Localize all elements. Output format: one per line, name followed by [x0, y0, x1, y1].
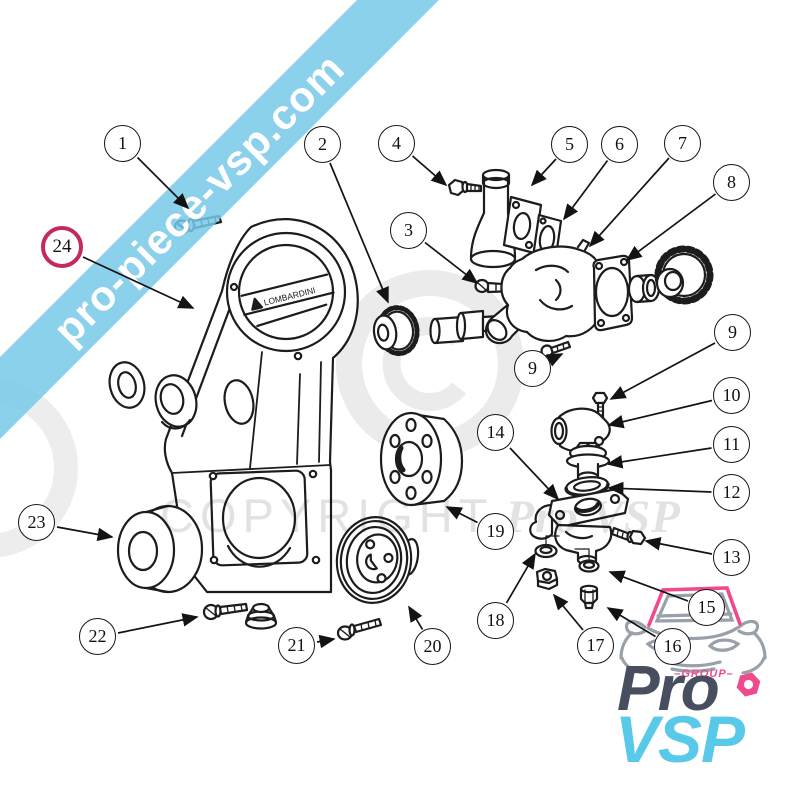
thermostat-elbow: [550, 407, 611, 453]
callout-19: 19: [477, 513, 514, 550]
callout-9-lower: 9: [514, 350, 551, 387]
arrow-17: [552, 593, 584, 631]
nut-17: [535, 567, 559, 591]
housing-gasket: [564, 476, 610, 498]
arrow-6: [562, 159, 609, 221]
plug-16: [579, 584, 599, 610]
callout-6: 6: [601, 126, 638, 163]
pulley-bolt-21: [336, 617, 383, 641]
watermark-brand: Pro VSP: [505, 491, 681, 543]
callout-18: 18: [477, 602, 514, 639]
callout-5: 5: [551, 126, 588, 163]
impeller: [654, 245, 714, 305]
cover-bolt-22: [202, 602, 249, 621]
cover-bolt-holes: [208, 282, 321, 565]
callout-15: 15: [688, 589, 725, 626]
housing-bolt-13: [610, 526, 647, 546]
grommet-washer: [244, 602, 278, 630]
timing-cover: LOMBARDINI: [163, 218, 359, 594]
callout-10: 10: [713, 377, 750, 414]
washer-15: [578, 559, 600, 573]
arrow-1: [136, 156, 190, 210]
arrow-20: [408, 605, 424, 630]
logo-hex-nut-icon: [736, 672, 761, 697]
arrow-21: [316, 634, 336, 649]
arrow-22: [117, 613, 199, 634]
logo-pro-text: Pro: [617, 652, 720, 724]
arrow-16: [606, 607, 656, 638]
crankshaft-pulley: [116, 504, 204, 594]
washer-18: [534, 543, 558, 559]
logo-group-label: –GROUP–: [674, 668, 734, 680]
arrow-2: [329, 162, 389, 304]
arrow-24: [82, 256, 195, 309]
logo-vsp-text: VSP: [615, 702, 745, 776]
callout-22: 22: [79, 618, 116, 655]
arrow-12: [607, 481, 712, 496]
arrow-19: [445, 506, 478, 524]
idler-pulley: [379, 411, 464, 507]
callout-12: 12: [713, 474, 750, 511]
arrow-10: [607, 399, 713, 429]
callout-24-highlighted: 24: [41, 226, 83, 268]
pump-shaft: [429, 309, 509, 345]
callout-7: 7: [664, 125, 701, 162]
callout-9-upper: 9: [714, 314, 751, 351]
callout-21: 21: [278, 627, 315, 664]
water-outlet-pipe: [469, 168, 543, 269]
arrow-11: [606, 447, 712, 469]
arrow-15: [608, 570, 689, 602]
watermark-copyright: COPYRIGHT: [160, 489, 494, 542]
callout-23: 23: [18, 504, 55, 541]
timing-gear: [372, 305, 420, 357]
callout-11: 11: [713, 426, 750, 463]
arrow-8: [625, 193, 717, 262]
callout-20: 20: [414, 628, 451, 665]
arrow-23: [56, 526, 114, 542]
callout-13: 13: [713, 539, 750, 576]
car-windshield-accent: [647, 586, 742, 627]
callout-4: 4: [378, 125, 415, 162]
callout-16: 16: [654, 628, 691, 665]
pump-backplate: [592, 254, 634, 332]
outlet-bolt-4: [447, 178, 483, 197]
cup-seal: [154, 374, 198, 430]
arrow-9-lower: [546, 353, 564, 367]
callout-8: 8: [713, 164, 750, 201]
pump-pulley: [335, 516, 420, 604]
arrow-18: [505, 552, 536, 604]
arrow-9-upper: [609, 342, 716, 400]
callout-2: 2: [304, 126, 341, 163]
oring-seal: [108, 361, 146, 409]
callout-1: 1: [104, 125, 141, 162]
arrow-5: [530, 158, 557, 187]
arrow-4: [411, 155, 448, 187]
arrow-14: [509, 447, 560, 501]
callout-17: 17: [577, 627, 614, 664]
arrow-3: [424, 241, 479, 285]
idler-holes: [389, 417, 433, 501]
callout-3: 3: [390, 212, 427, 249]
callout-14: 14: [477, 414, 514, 451]
assembly-link-lines: [545, 535, 590, 560]
water-pump-body: [484, 238, 609, 345]
arrow-7: [588, 157, 670, 248]
watermark-ring-left-icon: [0, 378, 78, 558]
arrow-13: [644, 537, 713, 555]
